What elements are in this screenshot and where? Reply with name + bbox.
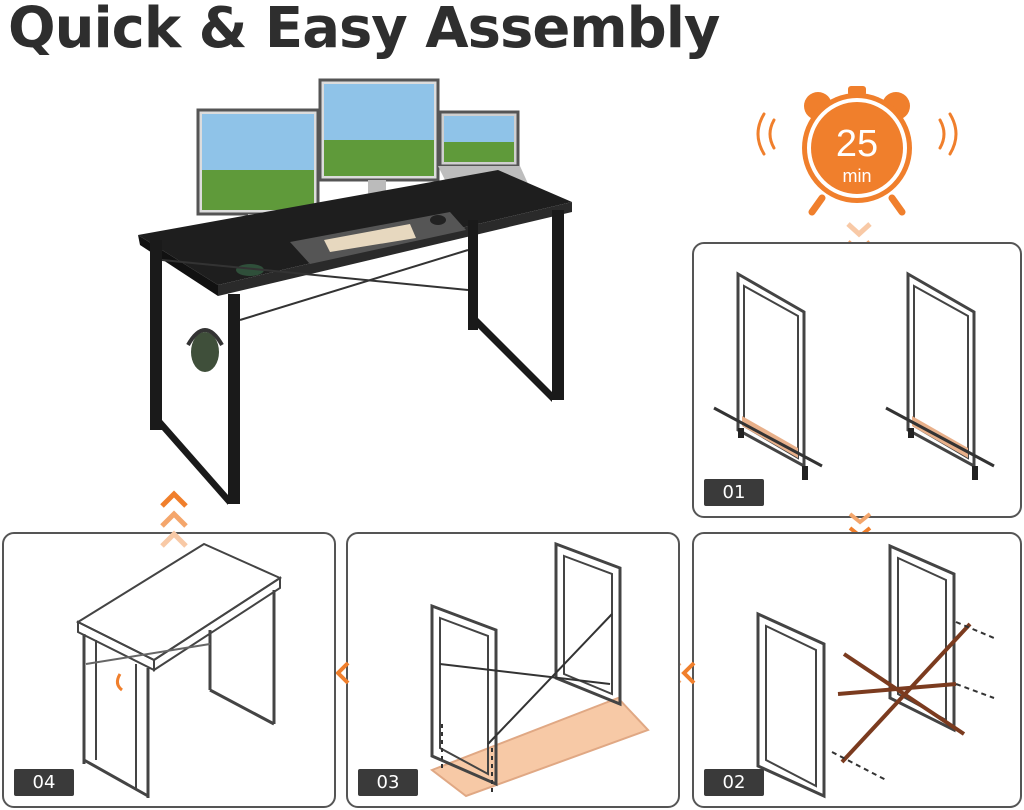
desk-product-illustration (138, 78, 572, 505)
step-number-badge: 02 (704, 769, 764, 796)
assembled-desk-illustration (75, 542, 283, 798)
chevron-up-icon (160, 490, 188, 548)
desktop-attach-illustration (429, 541, 650, 798)
step-01-panel: 01 (692, 242, 1022, 518)
step-number-badge: 03 (358, 769, 418, 796)
timer-unit: min (842, 166, 871, 186)
leg-frames-illustration (713, 271, 995, 480)
step-04-panel: 04 (2, 532, 336, 808)
step-02-panel: 02 (692, 532, 1022, 808)
alarm-clock-icon: 25 min (756, 86, 958, 216)
step-number-badge: 01 (704, 479, 764, 506)
cross-brace-illustration (756, 543, 995, 799)
page-title: Quick & Easy Assembly (8, 0, 720, 61)
timer-value: 25 (836, 123, 878, 165)
step-number-badge: 04 (14, 769, 74, 796)
step-03-panel: 03 (346, 532, 680, 808)
